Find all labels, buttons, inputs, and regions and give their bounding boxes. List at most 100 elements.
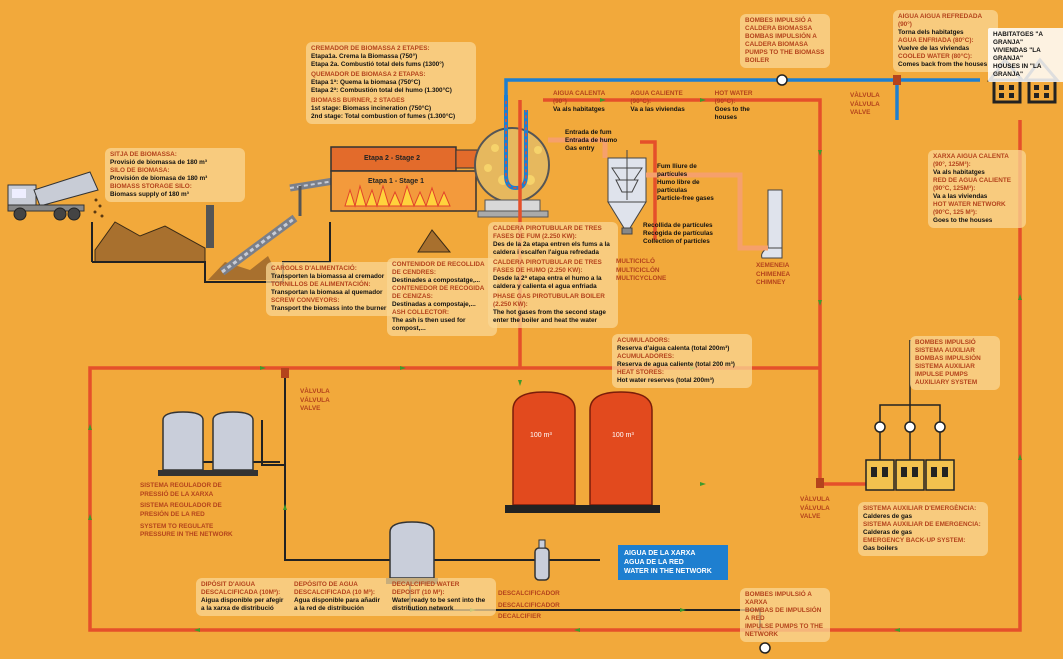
pump-network-icon [759, 642, 771, 654]
label-text: Descalcificador [498, 590, 560, 597]
label-text: Valve [850, 109, 871, 117]
label-text: Agua enfriada (80°C): [898, 37, 974, 44]
label-text: Hot water (90°C): [714, 90, 753, 105]
label-text: The hot gases from the second stage ente… [493, 309, 606, 324]
label-text: Bombes impulsió a xarxa [745, 591, 812, 606]
label-text: Contenedor de recogida de cenizas: [392, 285, 485, 300]
pressure-vessels-icon [158, 411, 258, 476]
valve-icon [816, 478, 824, 488]
label-text: Calderes de gas [863, 513, 913, 520]
label-text: Agua caliente (90°C): [630, 90, 683, 105]
label-text: System to regulate pressure in the netwo… [140, 522, 233, 539]
label-text: Transportan la biomasa al quemador [271, 289, 383, 296]
label-text: Red de agua caliente (90°C, 125m³): [933, 177, 1011, 192]
label-text: Xarxa aigua calenta (90°, 125m³): [933, 153, 1009, 168]
label-text: Etapa1a. Crema la Biomassa (750°) [311, 53, 418, 60]
label-text: Particle-free gases [657, 195, 714, 202]
label-particle-free-gases: Fum lliure de partícules Humo libre de p… [652, 160, 722, 206]
biomass-burner-icon [330, 146, 479, 212]
valve-icon [893, 75, 901, 85]
label-text: Xemeneia [756, 262, 790, 269]
decalcified-tank-icon [386, 521, 438, 584]
label-text: Acumuladors: [617, 337, 670, 344]
stage-2-label: Etapa 2 - Stage 2 [364, 155, 421, 162]
chimney-icon [761, 189, 783, 259]
label-valve-top: Vàlvula Válvula Valve [850, 92, 880, 118]
valve-icon [281, 368, 289, 378]
label-text: Gas entry [565, 145, 595, 152]
boiler-icon [474, 95, 550, 218]
label-text: Depósito de agua descalcificada (10 m³): [294, 581, 376, 596]
ash-pile [417, 229, 452, 253]
label-valve-mid: Vàlvula Válvula Valve [300, 388, 330, 414]
label-text: Calderas de gas [863, 529, 913, 536]
label-descalcifier: Descalcificador Descalcificador Decalcif… [498, 590, 560, 622]
label-text: Humo libre de partículas [657, 179, 700, 194]
label-text: Reserva de agua caliente (total 200 m³) [617, 361, 735, 368]
label-text: Habitatges "a granja" [993, 31, 1043, 46]
label-text: Des de la 2a etapa entren els fums a la … [493, 241, 610, 256]
label-emergency-system: Sistema auxiliar d'emergència: Calderes … [858, 502, 988, 556]
label-text: Pumps to the biomass boiler [745, 49, 825, 64]
label-valve-right: Vàlvula Válvula Valve [800, 496, 830, 522]
label-text: Descalcificador [498, 601, 560, 609]
label-text: Aigua disponible per afegir a la xarxa d… [201, 597, 284, 612]
label-text: Chimenea [756, 270, 791, 278]
label-text: Biomass supply of 180 m³ [110, 191, 189, 198]
label-text: Sitja de biomassa: [110, 151, 177, 158]
label-text: Sistema auxiliar de emergencia: [863, 521, 981, 528]
label-text: Reserva d'aigua calenta (total 200m³) [617, 345, 730, 352]
gas-boilers-icon [865, 459, 955, 491]
label-text: Decalcifier [498, 613, 541, 621]
label-text: Multicyclone [616, 275, 667, 283]
label-text: Water in the network [624, 568, 712, 576]
label-text: Screw conveyors: [271, 297, 340, 304]
label-text: Va als habitatges [553, 106, 605, 113]
label-decalcified-water-deposit: Dipòsit d'aigua descalcificada (10m³):Ai… [196, 578, 496, 616]
label-houses: Habitatges "a granja" Viviendas "la gran… [988, 28, 1063, 82]
label-text: Válvula [850, 100, 880, 108]
label-text: Sistema regulador de presión de la red [140, 502, 222, 518]
label-text: Provisión de biomasa de 180 m³ [110, 175, 208, 182]
label-text: Sistema auxiliar d'emergència: [863, 505, 977, 512]
label-text: Desde la 2ª etapa entra el humo a la cal… [493, 275, 602, 290]
label-text: Va als habitatges [933, 169, 985, 176]
tank-2-label: 100 m³ [612, 432, 634, 439]
label-text: Ash collector: [392, 309, 450, 316]
label-text: Etapa 1ª: Quema la biomasa (750°C) [311, 79, 421, 86]
label-ash-collector: Contenidor de recollida de cendres: Dest… [387, 258, 497, 336]
descalcifier-icon [534, 539, 550, 581]
label-text: Acumuladores: [617, 353, 675, 360]
multicyclone-icon [607, 150, 647, 235]
label-text: Viviendas "la granja" [993, 47, 1041, 62]
label-text: Contenidor de recollida de cendres: [392, 261, 485, 276]
label-text: Vàlvula [800, 496, 830, 503]
label-text: Bombas impulsión a caldera biomasa [745, 33, 817, 48]
label-gas-entry: Entrada de fum Entrada de humo Gas entry [560, 126, 632, 156]
label-text: Hot water network (90°C, 125 m³): [933, 201, 1006, 216]
label-text: Torna dels habitatges [898, 29, 964, 36]
label-pirotubular-boiler: Caldera pirotubular de tres fases de fum… [488, 222, 618, 328]
label-text: Impulse pumps to the network [745, 623, 823, 638]
label-biomass-silo: Sitja de biomassa: Provisió de biomassa … [105, 148, 245, 202]
label-text: Etapa 2ª: Combustión total del humo (1.3… [311, 87, 452, 94]
accumulator-tanks-icon [505, 391, 660, 513]
label-text: Chimney [756, 279, 786, 287]
label-text: Destinades a compostatge,... [392, 277, 481, 284]
label-heat-stores: Acumuladors: Reserva d'aigua calenta (to… [612, 334, 752, 388]
label-text: Entrada de humo [565, 137, 618, 144]
label-text: Hot water reserves (total 200m³) [617, 377, 714, 384]
label-text: Caldera pirotubular de tres fases de fum… [493, 225, 602, 240]
label-auxiliary-pumps: Bombes impulsió sistema auxiliar Bombas … [910, 336, 1000, 390]
label-text: Quemador de biomasa 2 etapas: [311, 71, 426, 78]
label-text: Aigua de la xarxa [624, 550, 696, 557]
label-cooled-water: Aigua aigua refredada (90°) Torna dels h… [893, 10, 998, 72]
label-hot-water-top: Aigua calenta (90°)Va als habitatges Agu… [548, 87, 778, 125]
label-text: Recogida de partículas [643, 230, 713, 237]
cold-water-pipes [504, 78, 980, 120]
label-text: Fum lliure de partícules [657, 163, 697, 178]
label-text: Agua de la red [624, 559, 684, 567]
pump-boiler-icon [776, 74, 788, 86]
label-text: Dipòsit d'aigua descalcificada (10m³): [201, 581, 281, 596]
